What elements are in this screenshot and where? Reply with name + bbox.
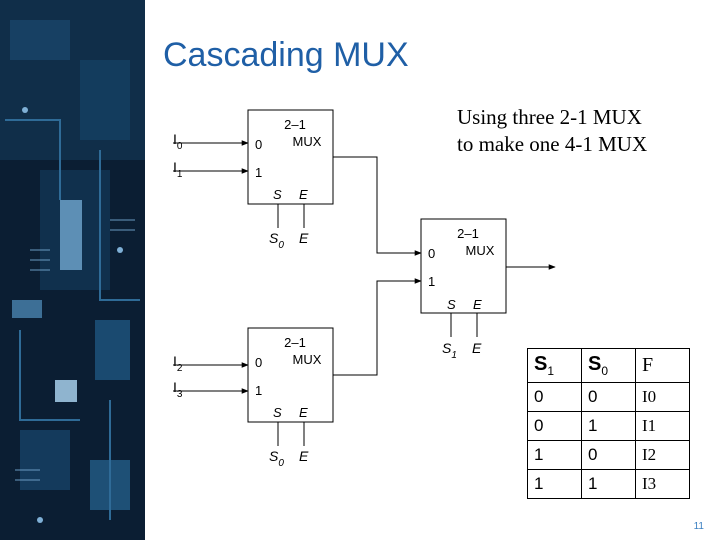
mux-top-enable-label: E: [299, 230, 309, 246]
mux-final-e-pin: E: [473, 297, 482, 312]
cell-s0: 1: [581, 469, 636, 499]
mux-bottom-select-label: S0: [269, 448, 284, 469]
decorative-sidebar: [0, 0, 145, 540]
mux-bottom: 2–1 MUX 0 1 S E I2 I3 S0 E: [173, 327, 334, 469]
mux-final-enable-label: E: [472, 340, 482, 356]
cell-s1: 0: [527, 382, 582, 412]
header-s0: S0: [581, 348, 636, 383]
mux-top: 2–1 MUX 0 1 S E I0 I1 S0 E: [173, 109, 334, 251]
mux-bottom-in0: 0: [255, 355, 262, 370]
mux-bottom-in1: 1: [255, 383, 262, 398]
mux-top-input-a-label: I0: [173, 131, 183, 152]
cell-s0: 0: [581, 382, 636, 412]
mux-final-in1: 1: [428, 274, 435, 289]
cell-s1: 1: [527, 469, 582, 499]
mux-final-s-pin: S: [447, 297, 456, 312]
mux-top-e-pin: E: [299, 187, 308, 202]
mux-bottom-label-1: 2–1: [284, 335, 306, 350]
cell-f: I1: [635, 411, 690, 441]
mux-top-label-1: 2–1: [284, 117, 306, 132]
mux-top-in1: 1: [255, 165, 262, 180]
cell-s0: 0: [581, 440, 636, 470]
mux-final: 2–1 MUX 0 1 S E S1 E: [420, 218, 556, 361]
mux-bottom-enable-label: E: [299, 448, 309, 464]
mux-top-box: [247, 109, 334, 205]
description: Using three 2-1 MUX to make one 4-1 MUX: [457, 104, 647, 158]
table-row: 1 0 I2: [527, 440, 690, 470]
cell-f: I0: [635, 382, 690, 412]
cell-s1: 0: [527, 411, 582, 441]
truth-table-header-row: S1 S0 F: [527, 348, 690, 383]
circuit-board-image: [0, 0, 145, 540]
table-row: 1 1 I3: [527, 469, 690, 499]
mux-top-select-label: S0: [269, 230, 284, 251]
mux-bottom-label-2: MUX: [293, 352, 322, 367]
mux-final-box: [420, 218, 507, 314]
cell-s0: 1: [581, 411, 636, 441]
mux-final-select-label: S1: [442, 340, 457, 361]
mux-top-label-2: MUX: [293, 134, 322, 149]
mux-top-input-b-label: I1: [173, 159, 183, 180]
page-number: 11: [693, 521, 704, 532]
bottom-to-final-wire: [333, 278, 422, 376]
slide-title: Cascading MUX: [163, 36, 409, 74]
mux-final-label-1: 2–1: [457, 226, 479, 241]
top-to-final-wire: [333, 156, 422, 256]
mux-top-s-pin: S: [273, 187, 282, 202]
mux-final-label-2: MUX: [466, 243, 495, 258]
mux-top-in0: 0: [255, 137, 262, 152]
cell-f: I2: [635, 440, 690, 470]
mux-bottom-box: [247, 327, 334, 423]
header-f: F: [635, 348, 690, 383]
mux-bottom-s-pin: S: [273, 405, 282, 420]
mux-bottom-e-pin: E: [299, 405, 308, 420]
description-line-1: Using three 2-1 MUX: [457, 105, 642, 129]
cell-s1: 1: [527, 440, 582, 470]
table-row: 0 0 I0: [527, 382, 690, 412]
cell-f: I3: [635, 469, 690, 499]
description-line-2: to make one 4-1 MUX: [457, 132, 648, 156]
table-row: 0 1 I1: [527, 411, 690, 441]
mux-bottom-input-b-label: I3: [173, 379, 183, 400]
cascading-mux-diagram: 2–1 MUX 0 1 S E I0 I1 S0 E 2–1 MUX 0 1 S…: [173, 109, 556, 469]
header-s1: S1: [527, 348, 582, 383]
mux-final-in0: 0: [428, 246, 435, 261]
truth-table: S1 S0 F 0 0 I0 0 1 I1 1 0 I2 1 1 I3: [527, 348, 690, 499]
mux-bottom-input-a-label: I2: [173, 353, 183, 374]
